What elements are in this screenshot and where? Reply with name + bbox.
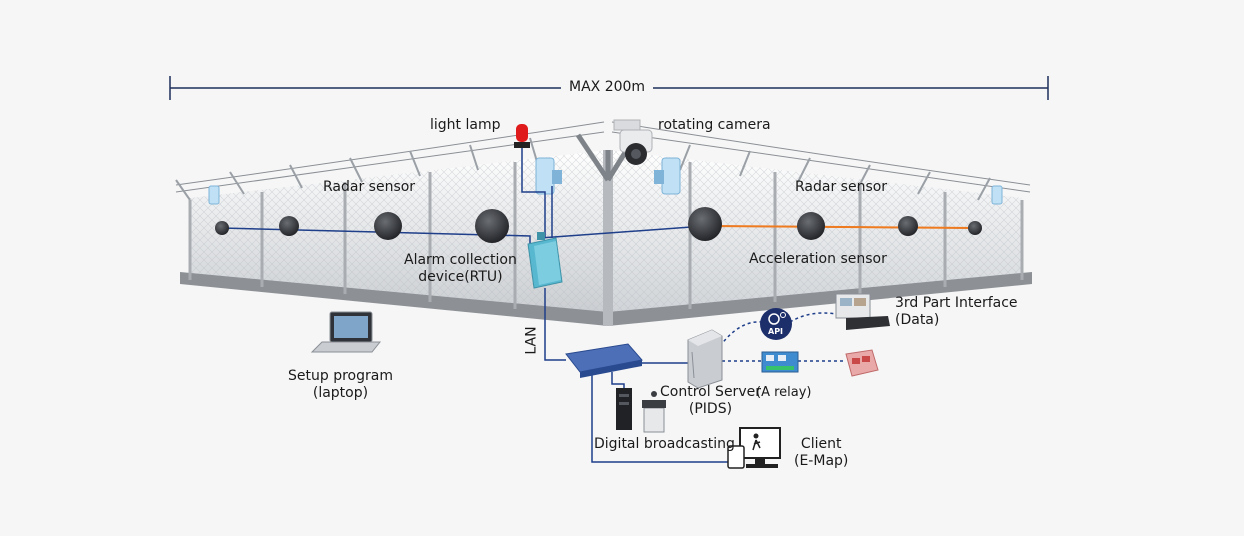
control-server-label: Control Server (PIDS) [660,384,761,418]
rtu-box-icon [527,232,563,289]
api-label: API [768,327,783,336]
acceleration-sensor-label: Acceleration sensor [749,251,887,267]
digital-broadcasting-label: Digital broadcasting [594,436,735,452]
radar-sensor-right-label: Radar sensor [795,179,888,195]
lan-cables [544,288,846,463]
client-label: Client (E-Map) [794,436,848,470]
control-server-line1: Control Server [660,384,761,400]
relay-label: (A relay) [756,385,812,400]
light-lamp-label: light lamp [430,117,501,133]
setup-program-line1: Setup program [288,368,393,384]
laptop-icon [310,311,382,353]
radar-sensor-device [208,157,1003,205]
network-switch-icon [565,343,643,378]
rotating-camera-label: rotating camera [658,117,771,133]
setup-program-label: Setup program (laptop) [288,368,393,402]
lan-label: LAN [523,326,540,355]
max-distance-label: MAX 200m [561,79,654,96]
setup-program-line2: (laptop) [312,385,369,401]
server-tower-icon [687,329,723,389]
monitor-icon [727,427,781,469]
api-gear-icon: API [760,308,792,340]
radar-sensor-left-label: Radar sensor [323,179,416,195]
rtu-label-line1: Alarm collection [404,252,517,268]
fence-sensor-balls [215,207,982,243]
third-party-line1: 3rd Part Interface [895,295,1018,311]
speaker-pc-icon [616,388,666,433]
relay-device-icon [845,349,879,377]
dvr-icon [835,293,890,330]
light-lamp-icon [514,124,530,148]
third-party-interface-label: 3rd Part Interface (Data) [895,295,1018,329]
control-server-line2: (PIDS) [688,401,733,417]
client-line2: (E-Map) [794,453,849,469]
rotating-camera-icon [613,119,653,165]
relay-board-icon [761,351,799,373]
client-line1: Client [800,436,842,452]
third-party-line2: (Data) [895,312,940,328]
rtu-label: Alarm collection device(RTU) [404,252,517,286]
rtu-label-line2: device(RTU) [418,269,503,285]
